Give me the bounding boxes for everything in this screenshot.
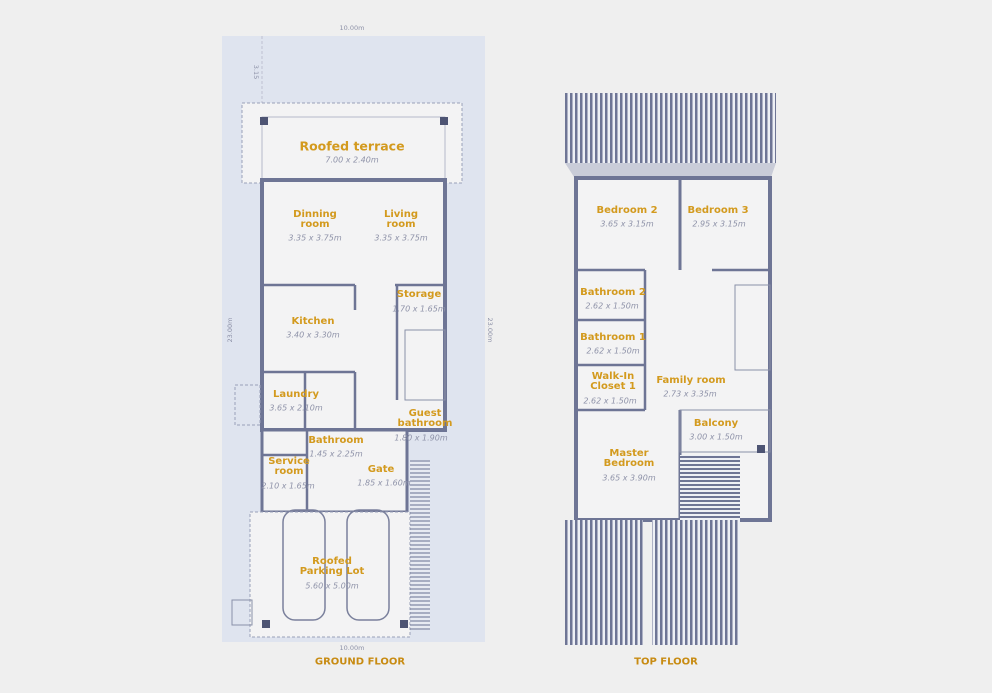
- top-floor-drawing: [565, 93, 776, 645]
- room-name: Bathroom 1: [580, 332, 646, 343]
- room-size: 2.62 x 1.50m: [586, 346, 640, 356]
- room-name: Guest bathroom: [397, 408, 453, 429]
- room-size: 1.70 x 1.65m: [392, 304, 446, 314]
- room-name: Family room: [656, 375, 726, 386]
- room-name: Bathroom: [308, 435, 364, 446]
- room-size: 7.00 x 2.40m: [325, 155, 379, 165]
- room-name: Kitchen: [291, 316, 335, 327]
- width-top-measure: 10.00m: [339, 24, 365, 32]
- ground-floor-title: GROUND FLOOR: [314, 656, 406, 668]
- room-size: 1.80 x 1.90m: [394, 433, 448, 443]
- room-name: Roofed Parking Lot: [299, 556, 365, 577]
- room-size: 3.65 x 2.10m: [269, 403, 323, 413]
- depth-left-measure: 23.00m: [226, 317, 234, 343]
- room-size: 2.10 x 1.65m: [261, 481, 315, 491]
- room-name: Bathroom 2: [580, 287, 646, 298]
- room-name: Living room: [383, 209, 419, 230]
- setback-measure: 3.15: [252, 64, 260, 80]
- depth-right-measure: 23.00m: [486, 317, 494, 343]
- room-size: 3.35 x 3.75m: [288, 233, 342, 243]
- room-name: Master Bedroom: [603, 448, 655, 469]
- room-size: 2.95 x 3.15m: [692, 219, 746, 229]
- room-name: Service room: [268, 456, 310, 477]
- room-size: 1.45 x 2.25m: [309, 449, 363, 459]
- room-size: 3.40 x 3.30m: [286, 330, 340, 340]
- room-size: 2.62 x 1.50m: [583, 396, 637, 406]
- room-name: Laundry: [273, 389, 319, 400]
- room-size: 2.62 x 1.50m: [585, 301, 639, 311]
- room-name: Dinning room: [293, 209, 337, 230]
- room-name: Bedroom 3: [687, 205, 749, 216]
- room-name: Roofed terrace: [299, 138, 405, 154]
- room-size: 2.73 x 3.35m: [663, 389, 717, 399]
- room-size: 3.65 x 3.90m: [602, 473, 656, 483]
- room-size: 5.60 x 5.00m: [305, 581, 359, 591]
- room-name: Walk-In Closet 1: [590, 371, 636, 392]
- room-name: Balcony: [693, 418, 739, 429]
- width-bottom-measure: 10.00m: [339, 644, 365, 652]
- room-name: Bedroom 2: [596, 205, 658, 216]
- room-size: 1.85 x 1.60m: [357, 478, 411, 488]
- ground-floor-drawing: [222, 36, 485, 642]
- room-name: Storage: [396, 289, 442, 300]
- room-size: 3.00 x 1.50m: [689, 432, 743, 442]
- room-size: 3.35 x 3.75m: [374, 233, 428, 243]
- room-name: Gate: [367, 464, 395, 475]
- top-floor-title: TOP FLOOR: [634, 656, 698, 668]
- room-size: 3.65 x 3.15m: [600, 219, 654, 229]
